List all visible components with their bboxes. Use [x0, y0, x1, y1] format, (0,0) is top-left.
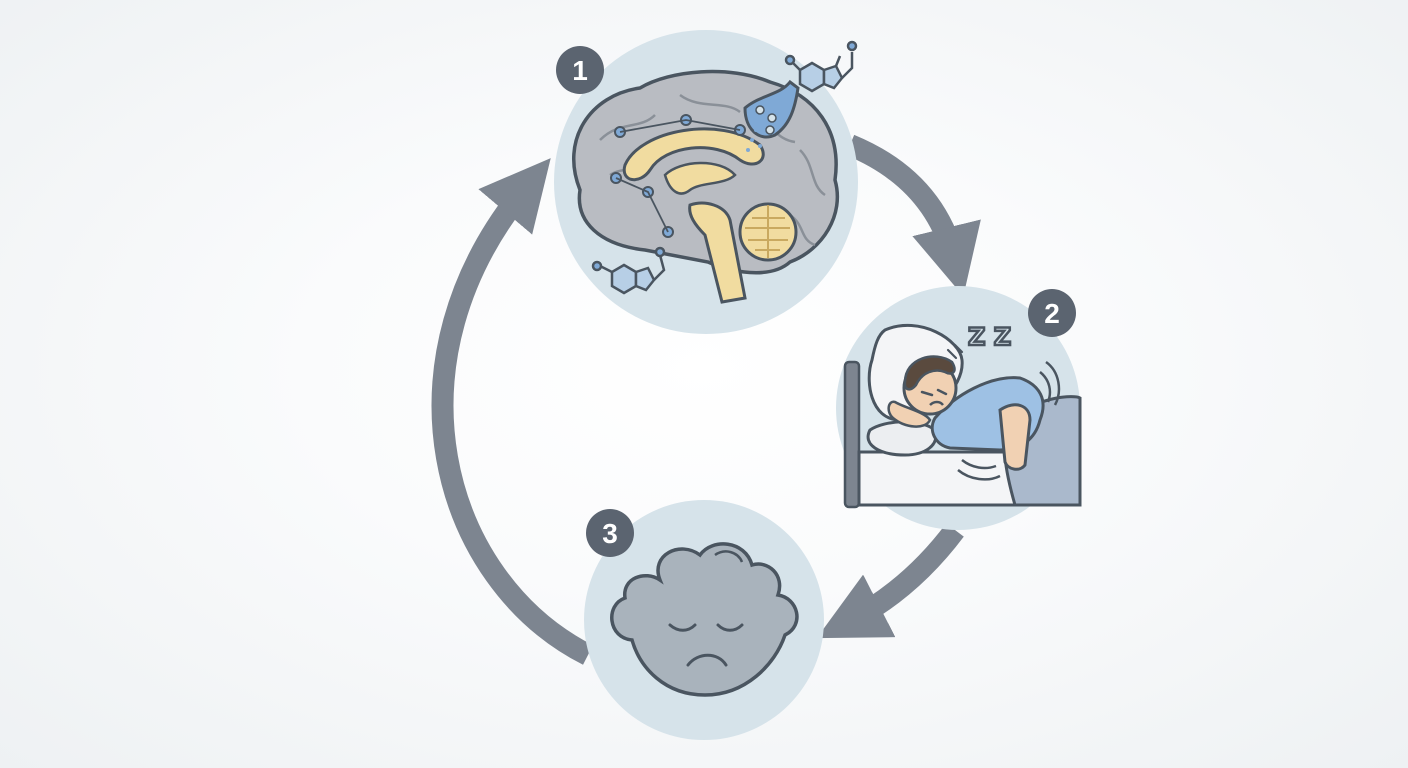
step-2: Z Z 2 [836, 286, 1082, 530]
molecule-icon [591, 246, 666, 295]
cycle-arrows [431, 134, 981, 665]
molecule-icon [784, 40, 858, 93]
sleeping-person-icon: Z Z [866, 322, 1061, 481]
sleep-zz: Z Z [968, 323, 1011, 351]
synapse-icon [743, 79, 800, 152]
arrow-step2-to-step3 [816, 523, 964, 639]
step-3-badge: 3 [586, 509, 634, 557]
step-3-number: 3 [602, 518, 618, 549]
step-3: 3 [584, 500, 824, 740]
step-2-number: 2 [1044, 298, 1060, 329]
step-1: 1 [554, 30, 858, 334]
arrow-step3-to-step1 [431, 158, 593, 665]
step-2-badge: 2 [1028, 289, 1076, 337]
step-1-number: 1 [572, 55, 588, 86]
step-1-badge: 1 [556, 46, 604, 94]
sad-cloud-icon [610, 542, 799, 697]
arrow-step1-to-step2 [845, 134, 981, 297]
